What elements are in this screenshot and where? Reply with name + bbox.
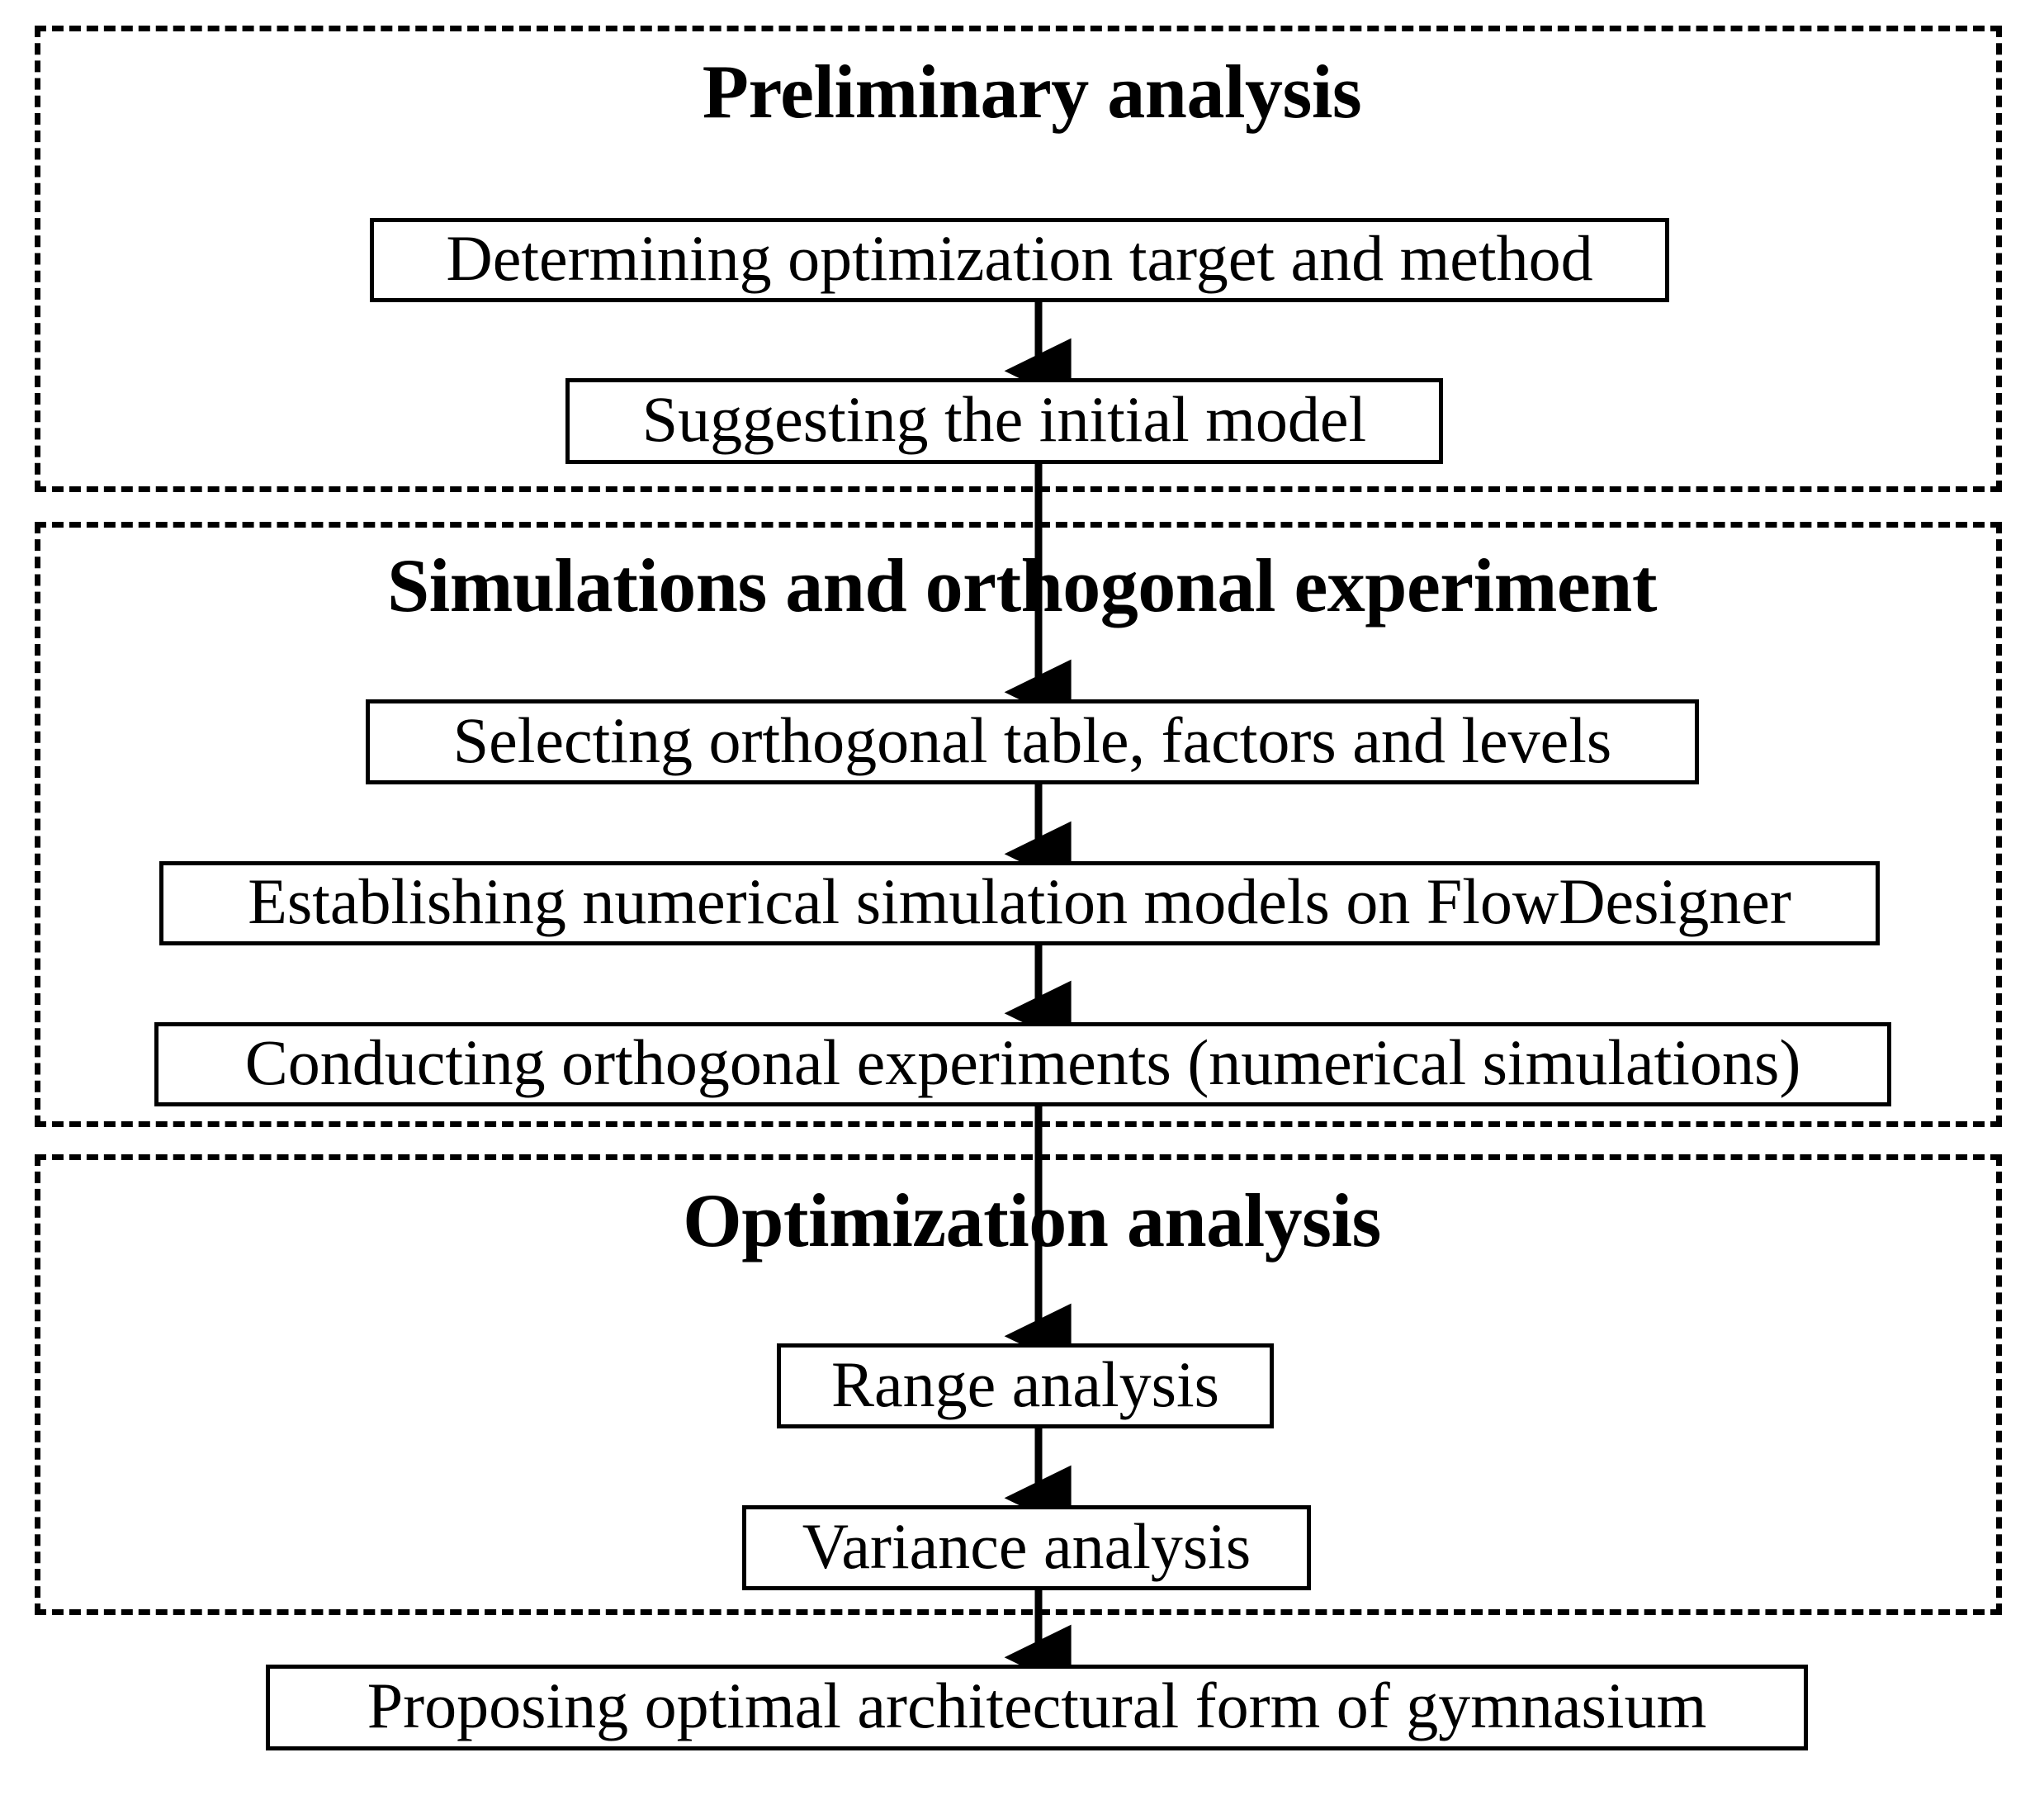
node-label-suggesting-initial-model: Suggesting the initial model (641, 383, 1367, 455)
node-selecting-orthogonal-table[interactable]: Selecting orthogonal table, factors and … (366, 699, 1699, 784)
node-proposing-optimal-form[interactable]: Proposing optimal architectural form of … (266, 1665, 1808, 1750)
group-heading-simulations-orthogonal-experiment: Simulations and orthogonal experiment (387, 543, 1657, 628)
node-range-analysis[interactable]: Range analysis (777, 1343, 1274, 1428)
node-label-proposing-optimal-form: Proposing optimal architectural form of … (367, 1670, 1707, 1741)
node-label-selecting-orthogonal-table: Selecting orthogonal table, factors and … (452, 703, 1612, 776)
group-optimization-analysis (35, 1154, 2002, 1615)
node-establishing-models[interactable]: Establishing numerical simulation models… (159, 861, 1880, 945)
node-determining-target[interactable]: Determining optimization target and meth… (370, 218, 1669, 302)
node-label-determining-target: Determining optimization target and meth… (446, 222, 1593, 294)
node-label-range-analysis: Range analysis (830, 1348, 1220, 1420)
node-label-conducting-experiments: Conducting orthogonal experiments (numer… (244, 1026, 1801, 1098)
node-label-establishing-models: Establishing numerical simulation models… (248, 865, 1791, 937)
node-suggesting-initial-model[interactable]: Suggesting the initial model (565, 378, 1443, 464)
group-simulations-orthogonal-experiment (35, 522, 2002, 1127)
group-heading-optimization-analysis: Optimization analysis (683, 1178, 1381, 1262)
group-preliminary-analysis (35, 26, 2002, 492)
node-conducting-experiments[interactable]: Conducting orthogonal experiments (numer… (154, 1022, 1891, 1106)
node-variance-analysis[interactable]: Variance analysis (742, 1505, 1311, 1590)
node-label-variance-analysis: Variance analysis (802, 1509, 1251, 1582)
group-heading-preliminary-analysis: Preliminary analysis (702, 50, 1362, 134)
